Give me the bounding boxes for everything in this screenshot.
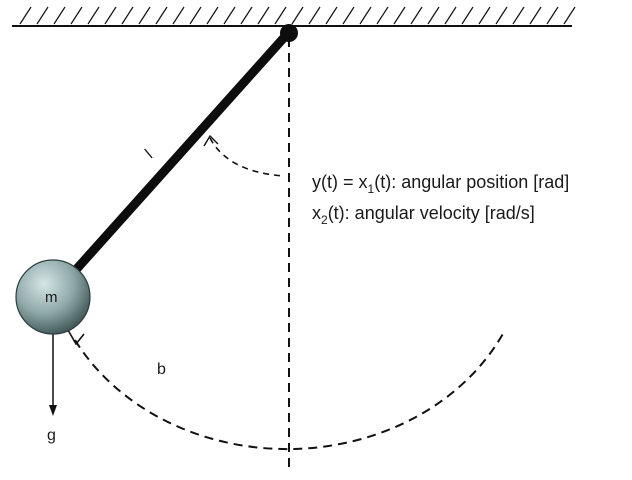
hatch-mark: [478, 6, 491, 25]
hatch-mark: [529, 6, 542, 25]
hatch-mark: [308, 6, 321, 25]
hatch-mark: [291, 6, 304, 25]
hatch-mark: [70, 6, 83, 25]
hatch-mark: [546, 6, 559, 25]
hatch-mark: [223, 6, 236, 25]
angular-position-equation: y(t) = x1(t): angular position [rad]: [312, 172, 569, 196]
hatch-mark: [461, 6, 474, 25]
hatch-mark: [512, 6, 525, 25]
hatch-mark: [342, 6, 355, 25]
hatch-mark: [257, 6, 270, 25]
angular-velocity-equation: x2(t): angular velocity [rad/s]: [312, 203, 535, 227]
eq2-subscript: 2: [321, 213, 328, 227]
hatch-mark: [172, 6, 185, 25]
hatch-mark: [325, 6, 338, 25]
pendulum-bob: [15, 259, 91, 335]
trajectory-arrowhead: [67, 329, 85, 346]
hatch-mark: [104, 6, 117, 25]
pendulum-rod: [51, 27, 294, 297]
length-label: l: [142, 147, 156, 162]
hatch-mark: [53, 6, 66, 25]
ceiling-hatching: [19, 6, 576, 25]
hatch-mark: [36, 6, 49, 25]
eq1-suffix: (t): angular position [rad]: [374, 172, 569, 192]
pivot-point: [280, 24, 298, 42]
hatch-mark: [274, 6, 287, 25]
angle-arc: [209, 137, 285, 177]
angle-arrowhead: [203, 134, 219, 147]
mass-label: m: [45, 289, 58, 306]
eq2-prefix: x: [312, 203, 321, 223]
hatch-mark: [240, 6, 253, 25]
hatch-mark: [495, 6, 508, 25]
eq1-subscript: 1: [368, 182, 375, 196]
hatch-mark: [444, 6, 457, 25]
hatch-mark: [206, 6, 219, 25]
hatch-mark: [563, 6, 576, 25]
hatch-mark: [359, 6, 372, 25]
hatch-mark: [138, 6, 151, 25]
ceiling: [12, 6, 576, 27]
hatch-mark: [427, 6, 440, 25]
damping-label: b: [157, 361, 166, 378]
hatch-mark: [189, 6, 202, 25]
hatch-mark: [19, 6, 32, 25]
hatch-mark: [376, 6, 389, 25]
eq2-suffix: (t): angular velocity [rad/s]: [328, 203, 535, 223]
trajectory-arc: [74, 329, 506, 451]
eq1-prefix: y(t) = x: [312, 172, 368, 192]
hatch-mark: [393, 6, 406, 25]
hatch-mark: [121, 6, 134, 25]
gravity-label: g: [47, 427, 56, 444]
hatch-mark: [410, 6, 423, 25]
hatch-mark: [155, 6, 168, 25]
hatch-mark: [87, 6, 100, 25]
gravity-arrow: [49, 326, 57, 416]
